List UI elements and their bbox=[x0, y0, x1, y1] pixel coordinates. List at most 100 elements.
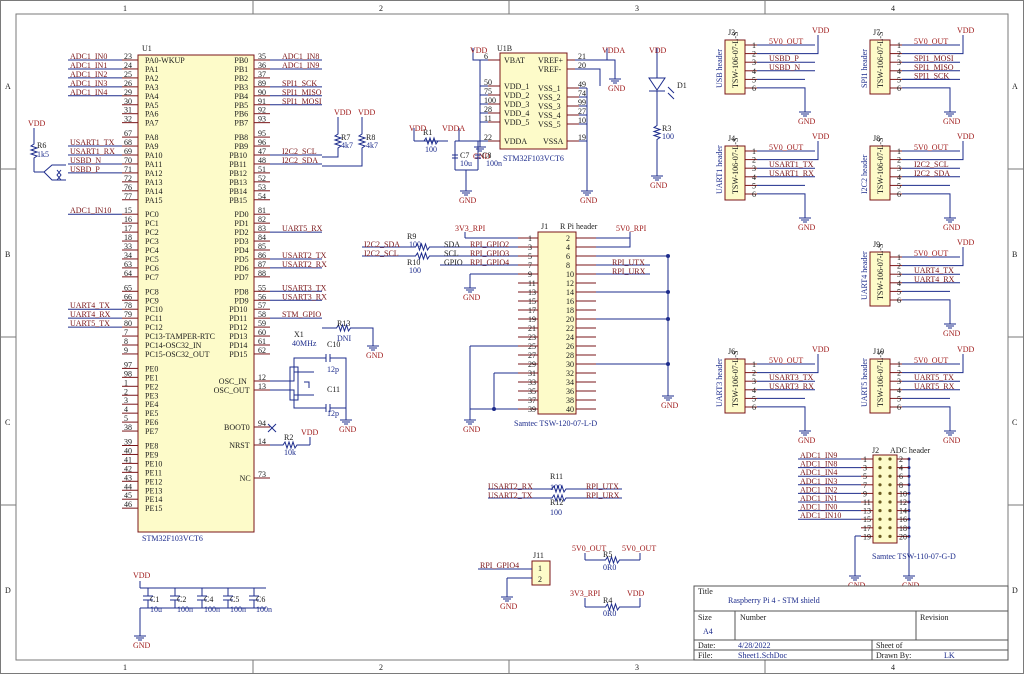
r13-body bbox=[322, 323, 365, 333]
u1-pin-number: 39 bbox=[124, 438, 132, 447]
u1-pin-number: 35 bbox=[258, 52, 266, 61]
header-net-label: 5V0_OUT bbox=[914, 249, 948, 258]
j1-junction bbox=[666, 254, 670, 258]
u1b-pin-number: 19 bbox=[578, 133, 586, 142]
gnd-j2-left bbox=[849, 570, 861, 581]
tb-number-label: Number bbox=[740, 613, 767, 622]
u1-pin-name: PA4 bbox=[145, 92, 159, 101]
u1-pin-number: 67 bbox=[124, 129, 132, 138]
u1-pin-name: PB14 bbox=[229, 187, 247, 196]
u1b-pin-number: 74 bbox=[578, 89, 586, 98]
j1-pin-number: 8 bbox=[566, 261, 570, 270]
u1b-pin-name: VSS_1 bbox=[538, 84, 561, 93]
r7-body bbox=[333, 130, 343, 152]
u1-pin-number: 47 bbox=[258, 147, 266, 156]
row-label-right: A bbox=[1012, 82, 1018, 91]
u1-part: STM32F103VCT6 bbox=[142, 534, 203, 543]
header-vdd-wire bbox=[902, 247, 964, 267]
u1-pin-number: 81 bbox=[258, 206, 266, 215]
gnd-label: GND bbox=[943, 117, 961, 126]
u1b-pin-number: 28 bbox=[484, 105, 492, 114]
header-net-label: USART1_RX bbox=[769, 169, 814, 178]
col-label-bottom: 4 bbox=[891, 663, 895, 672]
j11-pin1: 1 bbox=[538, 564, 542, 573]
u1-pin-number: 70 bbox=[124, 156, 132, 165]
header-name: UART4 header bbox=[860, 251, 869, 300]
gnd-label: GND bbox=[798, 436, 816, 445]
j1-3v3-wire bbox=[464, 232, 518, 239]
u1b-pin-number: 10 bbox=[578, 116, 586, 125]
j1-pin-number: 18 bbox=[566, 306, 574, 315]
j2-pad bbox=[878, 500, 882, 504]
r4-val: 0R0 bbox=[603, 609, 616, 618]
r6-val: 1k5 bbox=[37, 150, 49, 159]
c7-val: 10u bbox=[460, 159, 472, 168]
u1b-pin-name: VBAT bbox=[504, 56, 525, 65]
j1-pin-number: 10 bbox=[566, 270, 574, 279]
header-pin-number: 2 bbox=[897, 156, 901, 165]
vdda-caps-plates bbox=[452, 154, 481, 159]
header-pin-number: 3 bbox=[752, 58, 756, 67]
header-pin-number: 2 bbox=[897, 262, 901, 271]
header-net-label: USART3_TX bbox=[769, 373, 814, 382]
c11-ref: C11 bbox=[327, 385, 340, 394]
j1-junction bbox=[666, 290, 670, 294]
u1-pin-number: 3 bbox=[124, 396, 128, 405]
j1-gpio: GPIO bbox=[444, 258, 463, 267]
u1-pin-name: PA10 bbox=[145, 151, 163, 160]
pwr-vdd-r4: VDD bbox=[627, 589, 645, 598]
x1-caps bbox=[318, 354, 347, 414]
header-pin-number: 6 bbox=[897, 84, 901, 93]
row-label-left: D bbox=[5, 586, 11, 595]
u1-net-label: ADC1_IN3 bbox=[70, 79, 107, 88]
r7-r8-bottom bbox=[322, 152, 363, 167]
header-pin-number: 6 bbox=[897, 403, 901, 412]
u1-pin-name: PB6 bbox=[234, 110, 248, 119]
header-pin-number: 1 bbox=[752, 147, 756, 156]
u1-pin-name: PC11 bbox=[145, 314, 163, 323]
j1-pin-number: 12 bbox=[566, 279, 574, 288]
pwr-vdd-caps: VDD bbox=[133, 571, 151, 580]
header-pin-number: 3 bbox=[897, 270, 901, 279]
u1-pin-name: PB2 bbox=[234, 74, 248, 83]
header-gnd bbox=[944, 106, 956, 117]
u1b-pin-number: 27 bbox=[578, 107, 586, 116]
j2-net-label: ADC1_IN1 bbox=[800, 494, 837, 503]
header-net-label: 5V0_OUT bbox=[914, 356, 948, 365]
j1-pin-number: 15 bbox=[528, 297, 536, 306]
j11-pin2: 2 bbox=[538, 575, 542, 584]
gnd-label: GND bbox=[339, 425, 357, 434]
u1-pin-name: PC2 bbox=[145, 228, 159, 237]
u1-pin-name: PC7 bbox=[145, 273, 159, 282]
col-label-bottom: 1 bbox=[123, 663, 127, 672]
c7-ref: C7 bbox=[460, 151, 469, 160]
gnd-label: GND bbox=[661, 401, 679, 410]
header-body bbox=[724, 358, 746, 414]
header-pin-number: 4 bbox=[897, 173, 901, 182]
u1-ref: U1 bbox=[142, 44, 152, 53]
j1-pin-number: 3 bbox=[528, 243, 532, 252]
header-name: SPI1 header bbox=[860, 49, 869, 88]
pwr-5v0-j1: 5V0_RPI bbox=[616, 224, 647, 233]
header-pin-number: 1 bbox=[897, 41, 901, 50]
usart2-wires bbox=[488, 488, 622, 499]
u1b-pin-number: 22 bbox=[484, 133, 492, 142]
j2-pin-number: 16 bbox=[899, 515, 907, 524]
col-label-bottom: 3 bbox=[635, 663, 639, 672]
c6-ref: C6 bbox=[256, 595, 265, 604]
j2-pad bbox=[888, 526, 892, 530]
j1-pin9-gnd bbox=[469, 273, 518, 282]
u1-pin-name: PC1 bbox=[145, 219, 159, 228]
u1-pin-name: PB1 bbox=[234, 65, 248, 74]
header-pin-number: 4 bbox=[752, 67, 756, 76]
u1-pin-number: 76 bbox=[124, 183, 132, 192]
u1-pin-number: 2 bbox=[124, 387, 128, 396]
r3-body bbox=[652, 115, 662, 150]
u1-pin-number: 26 bbox=[124, 79, 132, 88]
j2-pad bbox=[888, 457, 892, 461]
header-pin-number: 6 bbox=[752, 84, 756, 93]
pwr-5v0-r5a: 5V0_OUT bbox=[572, 544, 606, 553]
u1-net-label: USBD_N bbox=[70, 156, 101, 165]
